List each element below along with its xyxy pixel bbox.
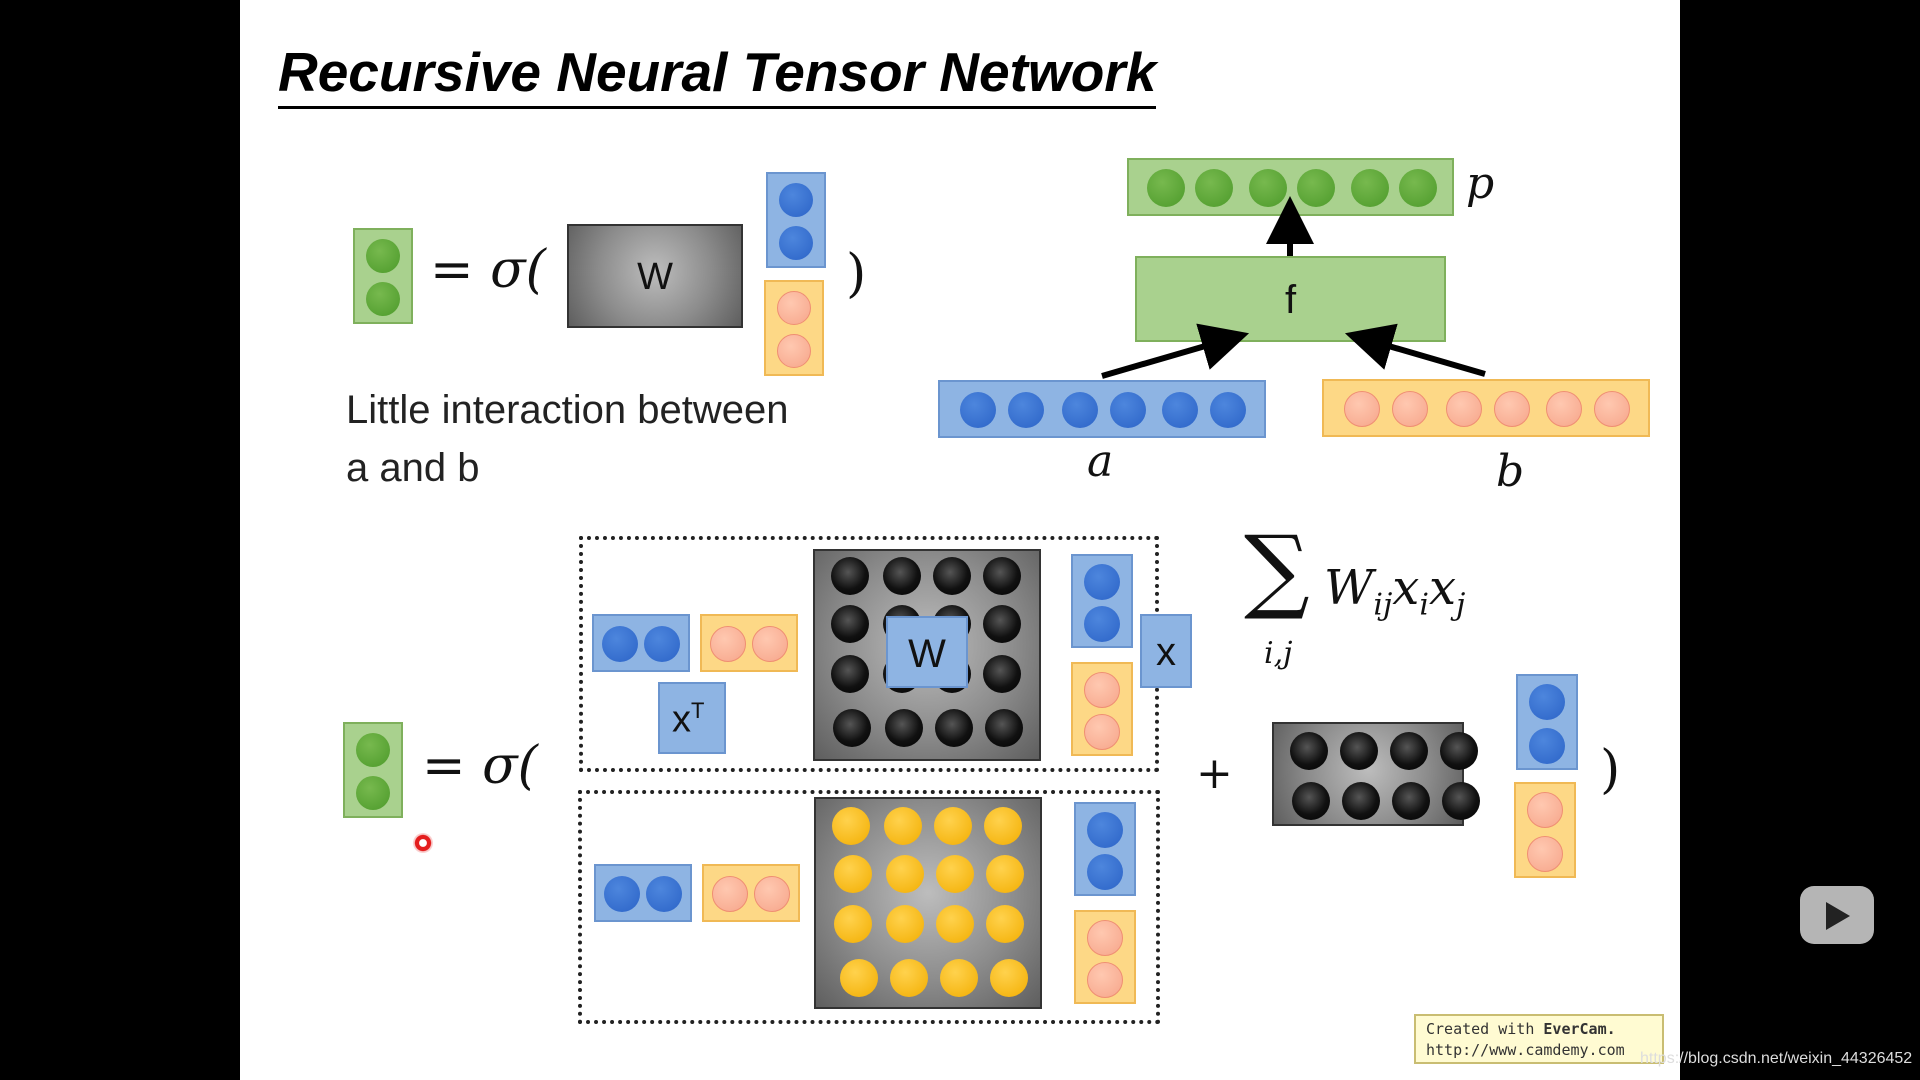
x-blue-part-2 xyxy=(1074,802,1136,896)
sum-xj-sub: j xyxy=(1456,587,1466,623)
play-icon[interactable] xyxy=(1800,882,1874,944)
x-orange-part-2 xyxy=(1074,910,1136,1004)
x-blue-part-1 xyxy=(1071,554,1133,648)
vector-a-top xyxy=(766,172,826,268)
arrow-a-to-f xyxy=(1101,323,1250,379)
play-glyph xyxy=(1820,882,1854,930)
p-label: p xyxy=(1466,158,1495,209)
child-vector-a xyxy=(938,380,1266,438)
sum-symbol: ∑ xyxy=(1244,516,1310,623)
plus-sign: + xyxy=(1196,748,1233,799)
sum-xi: x xyxy=(1392,560,1420,616)
x-label-box: x xyxy=(1140,614,1192,688)
output-vector-top xyxy=(353,228,413,324)
xt-sup: T xyxy=(691,698,705,723)
sum-w-sub: ij xyxy=(1373,587,1393,623)
sum-w: W xyxy=(1324,560,1374,616)
weight-matrix-bottom xyxy=(1272,722,1480,826)
sigma-equation-bottom: = σ( xyxy=(422,736,538,796)
evercam-prefix: Created with xyxy=(1426,1020,1544,1038)
x-label: x xyxy=(1156,630,1176,674)
tree-arrows xyxy=(1101,196,1486,379)
sigma-equation-top: = σ( xyxy=(430,240,546,300)
w-label-bottom: W xyxy=(908,632,946,676)
slide-title: Recursive Neural Tensor Network xyxy=(278,38,1157,109)
xt-orange-part-2 xyxy=(702,864,800,922)
xt-label: x xyxy=(672,698,691,741)
xt-blue-part-2 xyxy=(594,864,692,922)
sum-xj: x xyxy=(1428,560,1457,616)
x-orange-part-1 xyxy=(1071,662,1133,756)
cursor-dot-icon xyxy=(413,833,433,853)
note-line-2: a and b xyxy=(346,446,480,490)
evercam-line-2: http://www.camdemy.com xyxy=(1426,1041,1625,1059)
w-label-box-bottom: W xyxy=(886,616,968,688)
vector-a-bottom xyxy=(1516,674,1578,770)
arrow-b-to-f xyxy=(1344,323,1486,377)
close-paren-bottom: ) xyxy=(1600,740,1621,800)
xt-label-box: xT xyxy=(658,682,726,754)
weight-matrix-top: W xyxy=(567,224,743,328)
f-label: f xyxy=(1284,278,1297,322)
sum-term: Wijxixj xyxy=(1324,560,1465,623)
vector-b-top xyxy=(764,280,824,376)
evercam-brand: EverCam. xyxy=(1543,1020,1616,1038)
note-line-1: Little interaction between xyxy=(346,388,789,432)
tensor-slice-box-2 xyxy=(578,790,1160,1024)
tensor-slice-matrix-2 xyxy=(814,797,1042,1009)
slide: Recursive Neural Tensor Network = σ( W )… xyxy=(240,0,1680,1080)
csdn-watermark: https://blog.csdn.net/weixin_44326452 xyxy=(1640,1050,1913,1067)
close-paren-top: ) xyxy=(846,244,867,304)
xt-blue-part-1 xyxy=(592,614,690,672)
sum-xi-sub: i xyxy=(1419,587,1429,623)
b-label: b xyxy=(1496,446,1525,497)
sum-subscript: i,j xyxy=(1264,636,1293,671)
interaction-note: Little interaction between a and b xyxy=(346,381,789,497)
child-vector-b xyxy=(1322,379,1650,437)
xt-orange-part-1 xyxy=(700,614,798,672)
evercam-line-1: Created with EverCam. xyxy=(1426,1019,1652,1040)
a-label: a xyxy=(1087,436,1114,487)
evercam-badge[interactable]: Created with EverCam. http://www.camdemy… xyxy=(1414,1014,1664,1064)
w-label-top: W xyxy=(637,256,673,298)
output-vector-bottom xyxy=(343,722,403,818)
vector-b-bottom xyxy=(1514,782,1576,878)
